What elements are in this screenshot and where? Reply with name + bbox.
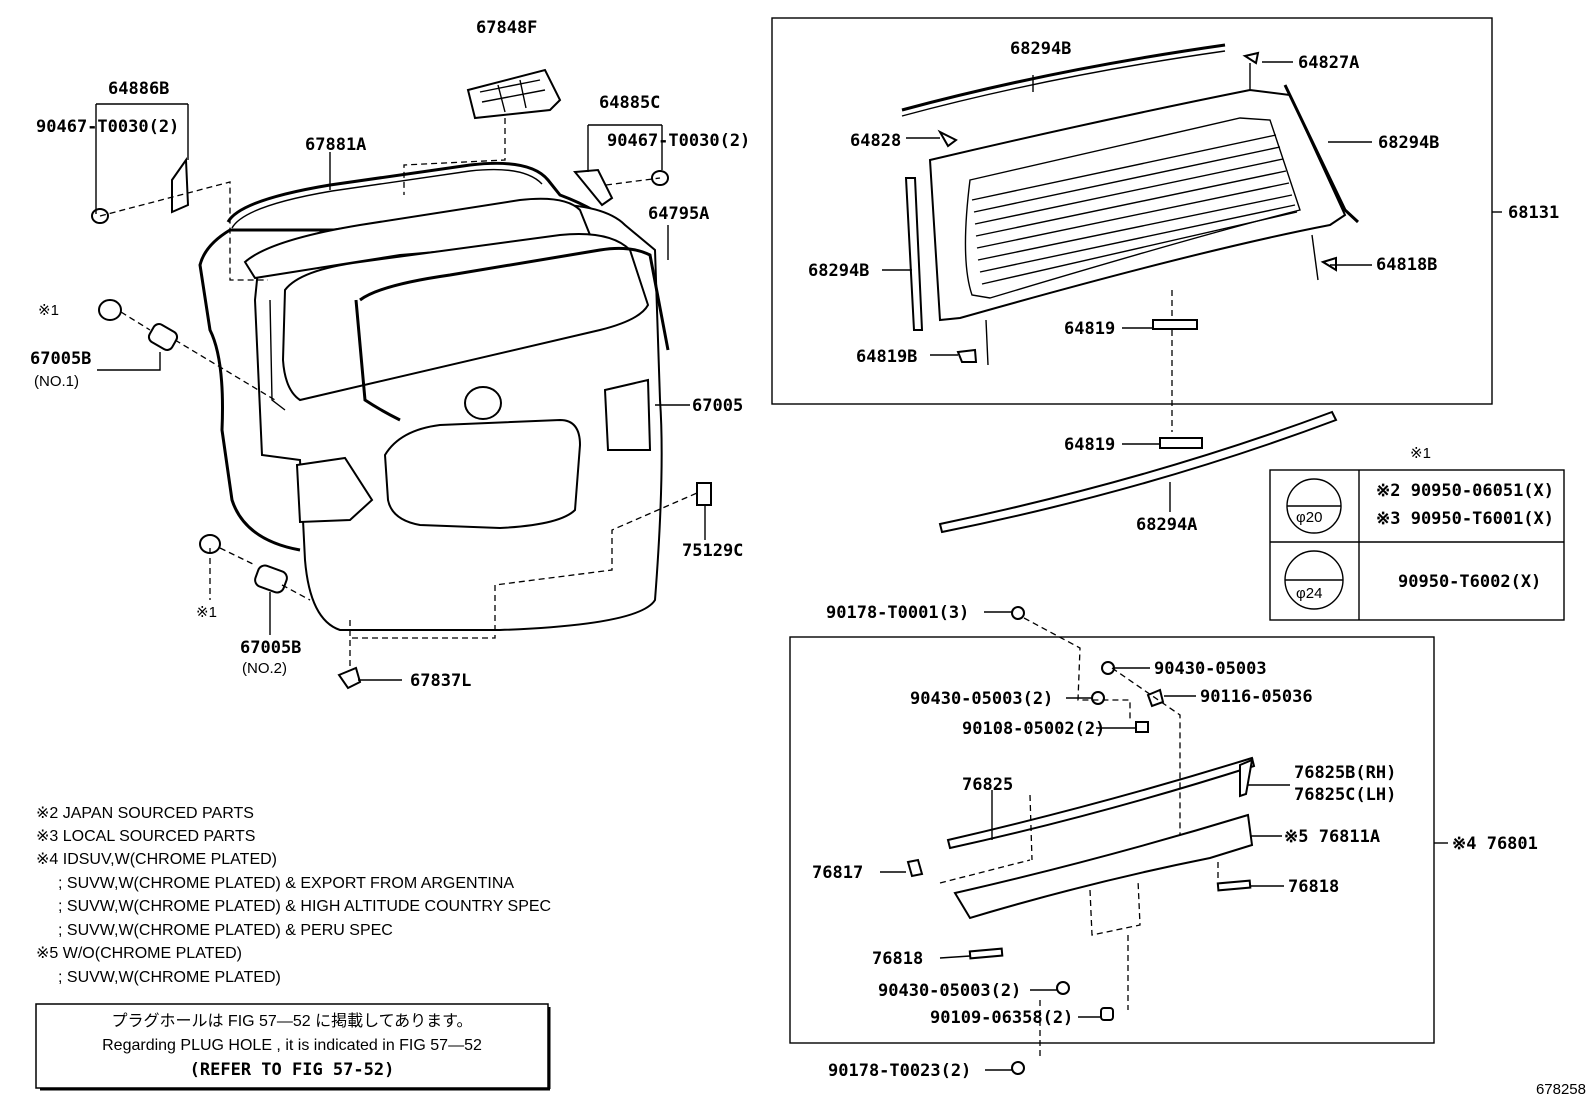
- moulding-68294B-right: [1283, 84, 1360, 224]
- table-part-japan: ※2 90950-06051(X): [1376, 481, 1554, 501]
- glass-assembly-box: [771, 17, 1493, 405]
- label-64885C: 64885C: [599, 93, 660, 113]
- label-64819-inner: 64819: [1064, 319, 1115, 339]
- note-line: ; SUVW,W(CHROME PLATED): [58, 969, 281, 986]
- back-door-glass: [928, 88, 1347, 322]
- refbox-japanese: プラグホールは FIG 57―52 に掲載してあります。: [111, 1012, 472, 1030]
- label-75129C: 75129C: [682, 541, 743, 561]
- left-leaders: [95, 103, 706, 681]
- label-90178-T0023: 90178-T0023(2): [828, 1061, 971, 1081]
- label-90467-right: 90467-T0030(2): [607, 131, 750, 151]
- label-67848F: 67848F: [476, 18, 537, 38]
- moulding-68294A: [938, 410, 1338, 534]
- label-no1: (NO.1): [34, 373, 79, 390]
- cushion-75129C: [696, 482, 712, 506]
- clip-64827A: [1242, 51, 1260, 65]
- label-76801: ※4 76801: [1452, 834, 1538, 854]
- note-line: ※4 IDSUV,W(CHROME PLATED): [36, 851, 277, 868]
- label-68294B-right: 68294B: [1378, 133, 1439, 153]
- label-76818-left: 76818: [872, 949, 923, 969]
- hole-plug-table: ※1 φ20 φ24 ※2 90950-06051(X) ※3 90950-T6…: [1269, 445, 1565, 621]
- label-76811A: ※5 76811A: [1284, 827, 1380, 847]
- label-76825B: 76825B(RH): [1294, 763, 1396, 783]
- label-67837L: 67837L: [410, 671, 471, 691]
- label-90430-05003-bottom: 90430-05003(2): [878, 981, 1021, 1001]
- label-68294B-left: 68294B: [808, 261, 869, 281]
- label-76817: 76817: [812, 863, 863, 883]
- table-dia-24: φ24: [1296, 585, 1322, 602]
- label-no2: (NO.2): [242, 660, 287, 677]
- label-67005B-no2: 67005B: [240, 638, 301, 658]
- bracket-64885C: [573, 168, 614, 207]
- label-64827A: 64827A: [1298, 53, 1359, 73]
- label-64819-outer: 64819: [1064, 435, 1115, 455]
- back-door-panel: [198, 161, 670, 631]
- label-mark1-bottom: ※1: [196, 604, 217, 621]
- label-64818B: 64818B: [1376, 255, 1437, 275]
- garnish-assembly-box: [789, 636, 1435, 1044]
- label-90108-05002: 90108-05002(2): [962, 719, 1105, 739]
- moulding-68294B-top: [901, 43, 1226, 112]
- label-64795A: 64795A: [648, 204, 709, 224]
- clip-64828: [937, 129, 958, 148]
- note-line: ※3 LOCAL SOURCED PARTS: [36, 828, 255, 845]
- label-90430-05003: 90430-05003: [1154, 659, 1267, 679]
- label-90109-06358: 90109-06358(2): [930, 1008, 1073, 1028]
- stopper-no1: [98, 299, 179, 351]
- refbox-english: Regarding PLUG HOLE , it is indicated in…: [102, 1037, 482, 1054]
- label-90116-05036: 90116-05036: [1200, 687, 1313, 707]
- label-76818-right: 76818: [1288, 877, 1339, 897]
- label-68294B-top: 68294B: [1010, 39, 1071, 59]
- refbox-refer: (REFER TO FIG 57-52): [190, 1060, 395, 1080]
- table-header-mark: ※1: [1410, 445, 1431, 462]
- reference-box: プラグホールは FIG 57―52 に掲載してあります。 Regarding P…: [35, 1003, 551, 1091]
- label-64828: 64828: [850, 131, 901, 151]
- table-part-24: 90950-T6002(X): [1398, 572, 1541, 592]
- clip-64818B: [1320, 256, 1337, 272]
- table-dia-20: φ20: [1296, 509, 1322, 526]
- label-76825C: 76825C(LH): [1294, 785, 1396, 805]
- note-line: ; SUVW,W(CHROME PLATED) & EXPORT FROM AR…: [58, 875, 514, 892]
- stop-lamp-64819-out: [1159, 437, 1203, 449]
- clip-67837L: [337, 666, 362, 690]
- notes: ※2 JAPAN SOURCED PARTS ※3 LOCAL SOURCED …: [36, 805, 551, 986]
- note-line: ; SUVW,W(CHROME PLATED) & PERU SPEC: [58, 922, 393, 939]
- note-line: ※2 JAPAN SOURCED PARTS: [36, 805, 254, 822]
- note-line: ; SUVW,W(CHROME PLATED) & HIGH ALTITUDE …: [58, 898, 551, 915]
- label-64819B: 64819B: [856, 347, 917, 367]
- label-64886B: 64886B: [108, 79, 169, 99]
- label-mark1-top: ※1: [38, 302, 59, 319]
- note-line: ※5 W/O(CHROME PLATED): [36, 945, 242, 962]
- glass-leaders: [882, 61, 1502, 432]
- garnish-parts: [906, 606, 1256, 1075]
- bracket-64886B: [171, 157, 190, 214]
- label-67881A: 67881A: [305, 135, 366, 155]
- label-68131: 68131: [1508, 203, 1559, 223]
- label-76825: 76825: [962, 775, 1013, 795]
- label-90178-T0001: 90178-T0001(3): [826, 603, 969, 623]
- garnish-leaders: [880, 611, 1448, 1071]
- stopper-no2: [199, 534, 288, 594]
- label-68294A: 68294A: [1136, 515, 1197, 535]
- label-67005: 67005: [692, 396, 743, 416]
- cover-67848F: [466, 68, 562, 120]
- label-90430-05003-2: 90430-05003(2): [910, 689, 1053, 709]
- stop-lamp-64819-in: [1152, 319, 1198, 330]
- label-67005B-no1: 67005B: [30, 349, 91, 369]
- diagram-id: 678258: [1536, 1081, 1586, 1098]
- label-90467-left: 90467-T0030(2): [36, 117, 179, 137]
- table-part-local: ※3 90950-T6001(X): [1376, 509, 1554, 529]
- clip-64819B: [956, 348, 978, 363]
- moulding-68294B-left: [904, 177, 924, 331]
